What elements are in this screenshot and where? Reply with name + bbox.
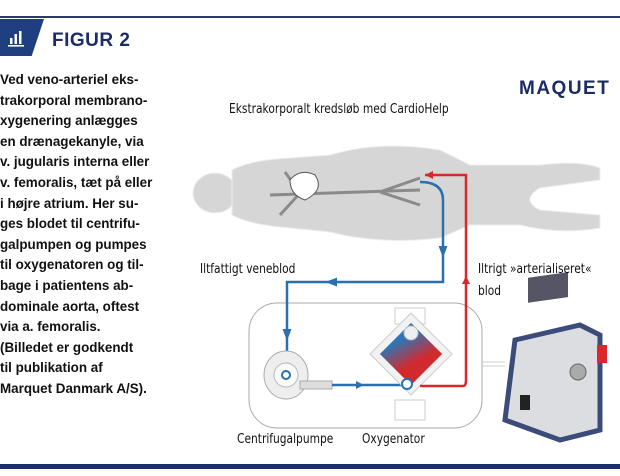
patient-silhouette	[192, 145, 601, 241]
oxygenator	[369, 307, 453, 421]
caption-line: til publikation af	[0, 360, 103, 376]
caption-line: bage i patientens ab-	[0, 277, 134, 293]
caption-line: trakorporal membrano-	[0, 92, 148, 108]
caption-line: (Billedet er godkendt	[0, 339, 134, 355]
caption-line: i højre atrium. Her su-	[0, 195, 139, 211]
bar-chart-icon	[8, 31, 24, 47]
caption-line: dominale aorta, oftest	[0, 298, 140, 314]
arterial-line	[420, 173, 468, 388]
pump-label: Centrifugalpumpe	[237, 432, 334, 447]
figure-caption: Ved veno-arteriel eks-trakorporal membra…	[0, 70, 160, 400]
caption-line: v. jugularis interna eller	[0, 154, 150, 170]
top-rule	[0, 16, 620, 18]
diagram-title: Ekstrakorporalt kredsløb med CardioHelp	[229, 102, 449, 117]
centrifugal-pump	[263, 350, 333, 400]
cardiohelp-device	[502, 272, 607, 443]
caption-line: v. femoralis, tæt på eller	[0, 174, 153, 190]
caption-line: Ved veno-arteriel eks-	[0, 72, 139, 87]
caption-line: til oxygenatoren og til-	[0, 257, 144, 273]
heart	[289, 171, 319, 201]
caption-line: via a. femoralis.	[0, 319, 101, 335]
caption-line: en drænagekanyle, via	[0, 133, 144, 149]
caption-line: xygenering anlægges	[0, 113, 138, 129]
figure-title: FIGUR 2	[52, 30, 131, 51]
venous-line	[285, 180, 445, 375]
caption-line: ges blodet til centrifu-	[0, 216, 140, 232]
oxygenator-label: Oxygenator	[362, 432, 425, 447]
venous-label: Iltfattigt veneblod	[200, 262, 296, 277]
arterial-label-line1: Iltrigt »arterialiseret«	[478, 262, 592, 277]
maquet-logo: MAQUET	[519, 78, 611, 99]
bottom-rule	[0, 464, 620, 469]
caption-line: Marquet Danmark A/S).	[0, 380, 147, 396]
caption-line: galpumpen og pumpes	[0, 236, 147, 252]
arterial-label-line2: blod	[478, 284, 502, 299]
